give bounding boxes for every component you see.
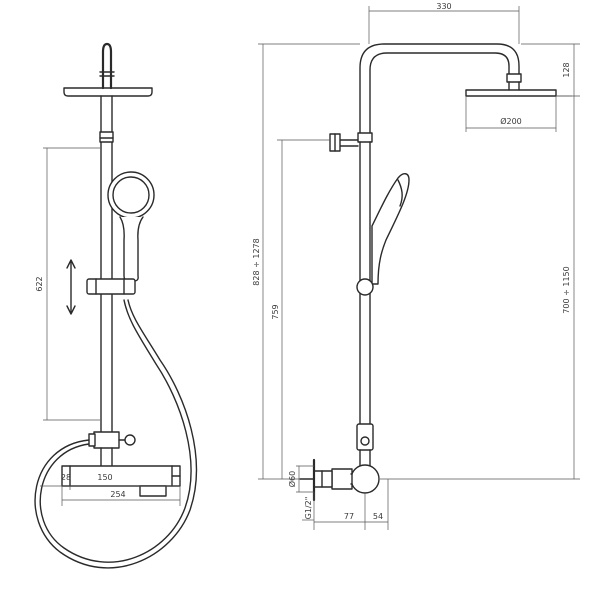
dim-330: 330: [436, 2, 451, 11]
dim-622: 622: [35, 276, 44, 291]
dim-thread-g12: G1/2": [304, 497, 313, 520]
front-view: 622 28 150 254: [34, 42, 198, 569]
dim-77: 77: [344, 512, 354, 521]
side-rail-joint: [357, 132, 373, 143]
side-slider-ball: [356, 278, 374, 296]
front-diverter: [88, 431, 136, 449]
dim-254: 254: [110, 490, 125, 499]
front-dimension-lines: [40, 147, 181, 506]
side-mixer-body: [299, 464, 380, 494]
side-diverter: [356, 423, 374, 451]
front-top-arm: [101, 42, 113, 90]
dim-828-1278: 828 ÷ 1278: [252, 238, 261, 285]
side-rain-head: [465, 81, 557, 97]
dim-28: 28: [61, 473, 71, 482]
side-hand-shower: [371, 173, 410, 285]
side-overhead-arm: [359, 43, 522, 134]
dim-diameter-60: Ø60: [287, 471, 297, 487]
dim-759: 759: [271, 304, 280, 319]
front-height-adjust-arrow: [66, 259, 76, 315]
front-vertical-rail: [99, 95, 114, 441]
front-slide-bar-holder: [86, 278, 136, 295]
dim-diameter-200: Ø200: [500, 116, 522, 126]
dim-700-1150: 700 ÷ 1150: [562, 266, 571, 313]
front-flexible-hose: [34, 299, 198, 569]
front-rain-head: [63, 87, 153, 97]
front-hand-shower: [107, 171, 155, 282]
side-view: 330 128 Ø200 828 ÷ 1278 700 ÷ 1150 759 Ø…: [252, 2, 580, 530]
dim-128: 128: [562, 62, 571, 77]
dim-150: 150: [97, 473, 112, 482]
dim-54: 54: [373, 512, 383, 521]
side-height-knob: [329, 133, 359, 152]
side-dimension-lines: [258, 6, 580, 530]
